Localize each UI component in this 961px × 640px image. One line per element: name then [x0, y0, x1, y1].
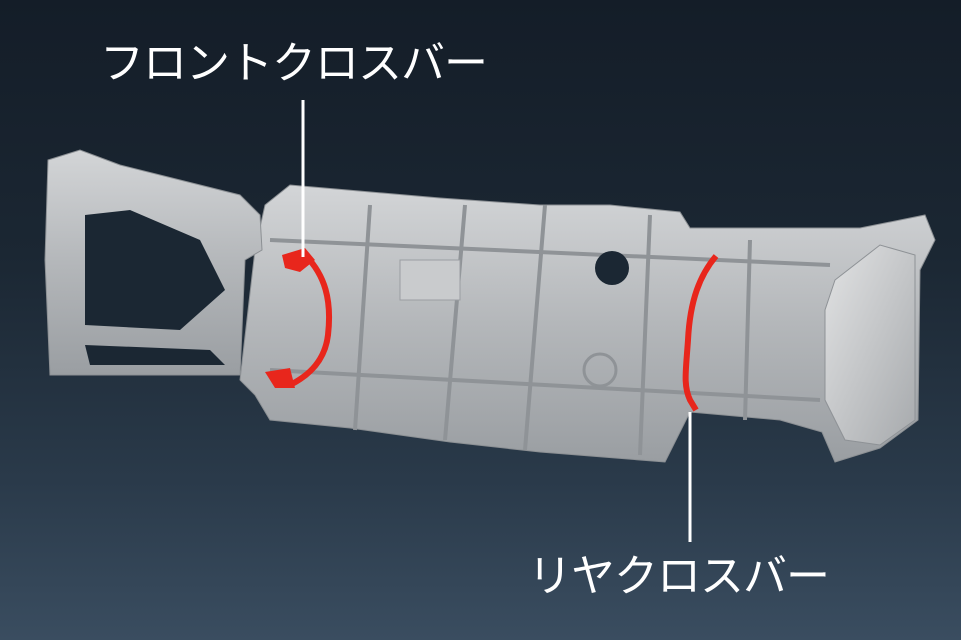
fuel-tank [824, 244, 916, 446]
floor-hole [595, 251, 629, 285]
cross-members [269, 204, 831, 456]
front-cross-bar-highlight [265, 248, 333, 388]
floor-boss [582, 352, 618, 388]
vehicle-underbody [44, 149, 936, 463]
rear-cross-bar-label: リヤクロスバー [528, 551, 830, 602]
front-cross-bar-label: フロントクロスバー [100, 38, 488, 89]
rear-cross-bar-highlight [682, 254, 719, 412]
floor-panel [399, 259, 461, 301]
